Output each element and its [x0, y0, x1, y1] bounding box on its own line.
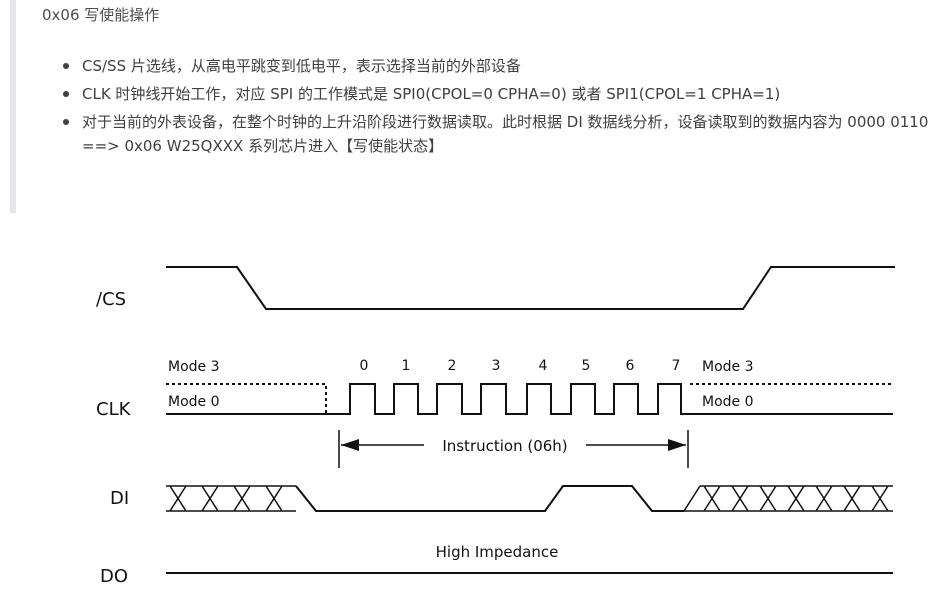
bullet-text: CS/SS 片选线，从高电平跳变到低电平，表示选择当前的外部设备: [82, 57, 521, 75]
do-state-label: High Impedance: [436, 543, 559, 561]
do-signal-label: DO: [100, 566, 128, 587]
clk-waveform: [166, 383, 893, 415]
bit-number-1: 1: [402, 358, 411, 374]
bullet-dot-icon: [63, 91, 69, 97]
di-signal-label: DI: [110, 488, 129, 509]
clk-bit-numbers: 0 1 2 3 4 5 6 7: [360, 358, 681, 374]
clk-mode3-left-dotted: [166, 383, 327, 414]
di-data-waveform: [295, 485, 684, 512]
di-left-dont-care: [166, 485, 296, 512]
bullet-dot-icon: [63, 119, 69, 125]
cs-signal-label: /CS: [96, 289, 126, 310]
cs-waveform: [166, 266, 895, 310]
bullet-item-di: 对于当前的外表设备，在整个时钟的上升沿阶段进行数据读取。此时根据 DI 数据线分…: [62, 110, 948, 158]
bit-number-4: 4: [539, 358, 548, 374]
bit-number-7: 7: [672, 358, 681, 374]
bit-number-0: 0: [360, 358, 369, 374]
blockquote-bar: [10, 0, 16, 213]
bit-number-2: 2: [448, 358, 457, 374]
bit-number-5: 5: [582, 358, 591, 374]
clk-mode0-right-label: Mode 0: [702, 394, 754, 410]
clk-signal-label: CLK: [96, 399, 132, 420]
section-heading: 0x06 写使能操作: [42, 6, 160, 24]
bullet-item-cs: CS/SS 片选线，从高电平跳变到低电平，表示选择当前的外部设备: [62, 54, 948, 78]
bullet-text: CLK 时钟线开始工作，对应 SPI 的工作模式是 SPI0(CPOL=0 CP…: [82, 85, 781, 103]
instruction-label: Instruction (06h): [442, 437, 567, 455]
di-right-dont-care: [683, 485, 893, 512]
clk-mode0-left-label: Mode 0: [168, 394, 220, 410]
bullet-list: CS/SS 片选线，从高电平跳变到低电平，表示选择当前的外部设备 CLK 时钟线…: [62, 54, 948, 162]
bit-number-3: 3: [492, 358, 501, 374]
bullet-dot-icon: [63, 63, 69, 69]
bit-number-6: 6: [626, 358, 635, 374]
clk-mode3-left-label: Mode 3: [168, 359, 220, 375]
clk-mode3-right-label: Mode 3: [702, 359, 754, 375]
bullet-text: 对于当前的外表设备，在整个时钟的上升沿阶段进行数据读取。此时根据 DI 数据线分…: [82, 113, 929, 155]
bullet-item-clk: CLK 时钟线开始工作，对应 SPI 的工作模式是 SPI0(CPOL=0 CP…: [62, 82, 948, 106]
timing-diagram: /CS CLK DI DO Mode 3 Mode 0 Mode 3 Mode …: [96, 266, 895, 587]
